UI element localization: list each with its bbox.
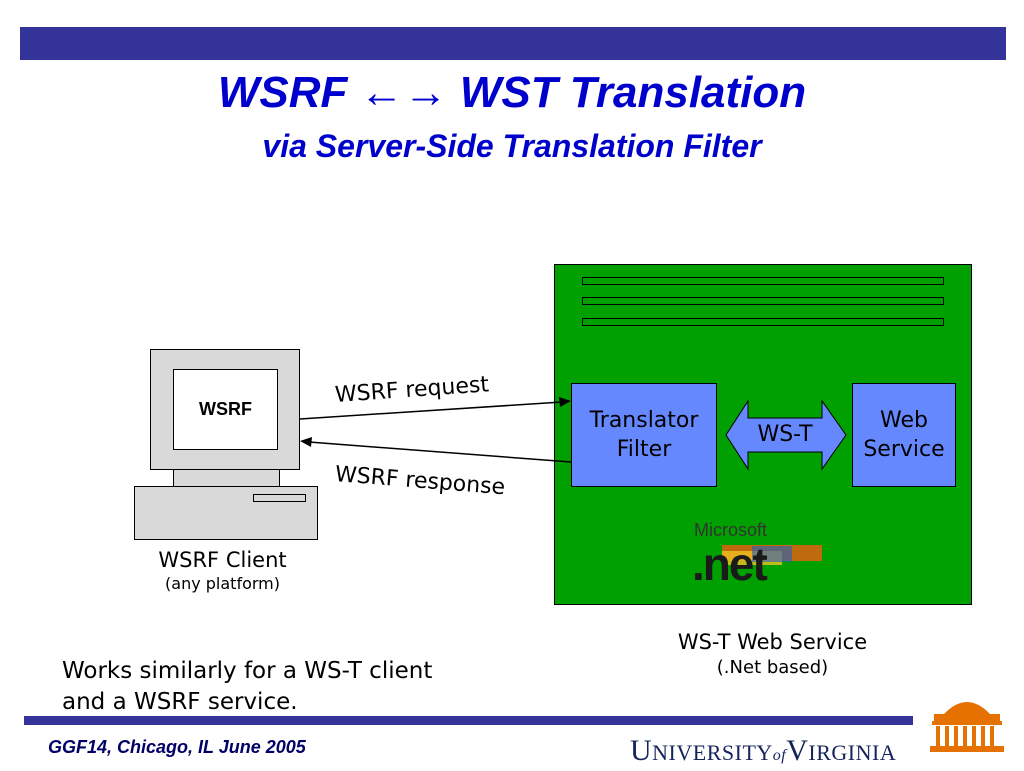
microsoft-net-logo: Microsoft .net xyxy=(692,520,822,584)
translator-label-line2: Filter xyxy=(616,437,672,462)
server-stripe xyxy=(582,277,944,285)
uva-wordmark: UNIVERSITYofVIRGINIA xyxy=(630,736,896,771)
net-logo-text: .net xyxy=(692,538,767,584)
note-line2: and a WSRF service. xyxy=(62,689,298,715)
uva-u: U xyxy=(630,734,653,767)
translator-label-line1: Translator xyxy=(589,408,699,433)
slide-subtitle: via Server-Side Translation Filter xyxy=(262,128,762,164)
note-text: Works similarly for a WS-T client and a … xyxy=(62,656,432,718)
uva-of: of xyxy=(772,747,787,764)
screen-label: WSRF xyxy=(199,399,252,419)
request-arrow xyxy=(299,401,563,420)
disk-drive-slot xyxy=(253,494,306,502)
footer-event-text: GGF14, Chicago, IL June 2005 xyxy=(48,737,306,757)
server-stripe xyxy=(582,318,944,326)
microsoft-logo-text: Microsoft xyxy=(694,520,767,540)
uva-v: V xyxy=(786,734,809,767)
client-caption: WSRF Client xyxy=(158,548,287,572)
uva-niversity: NIVERSITY xyxy=(652,740,773,765)
bottom-bar xyxy=(24,716,913,725)
request-arrowhead-icon xyxy=(559,397,571,407)
web-service-box: Web Service xyxy=(852,383,956,487)
web-service-label-line2: Service xyxy=(863,437,945,462)
web-service-label-line1: Web xyxy=(880,408,928,433)
rotunda-logo-icon xyxy=(930,702,1004,752)
double-arrow-icon xyxy=(725,399,847,471)
uva-irginia: IRGINIA xyxy=(808,740,897,765)
top-banner-bar xyxy=(20,27,1006,60)
server-caption-sub: (.Net based) xyxy=(716,657,829,678)
client-caption-sub: (any platform) xyxy=(165,574,280,593)
slide-title: WSRF ←→ WST Translation xyxy=(217,68,807,117)
translator-filter-box: Translator Filter xyxy=(571,383,717,487)
wst-arrow-label: WS-T xyxy=(757,422,813,447)
server-caption: WS-T Web Service xyxy=(677,630,868,654)
server-stripe xyxy=(582,297,944,305)
response-arrowhead-icon xyxy=(300,437,312,447)
response-arrow xyxy=(308,441,572,463)
note-line1: Works similarly for a WS-T client xyxy=(62,658,433,684)
monitor-screen: WSRF xyxy=(173,369,278,450)
